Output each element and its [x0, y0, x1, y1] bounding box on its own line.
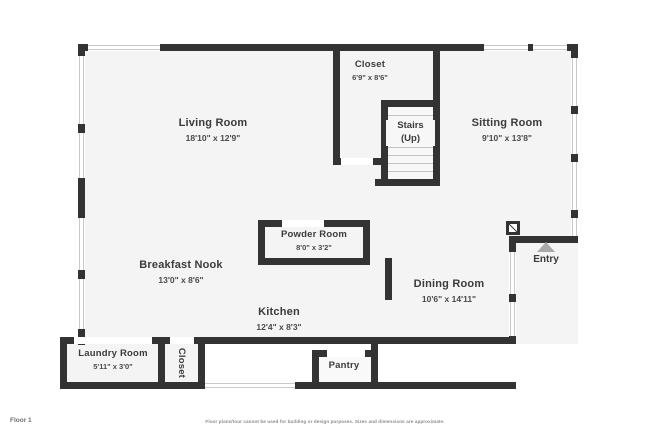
window-top-living	[88, 44, 160, 51]
doorway-pantry	[327, 350, 365, 357]
entry-door-swing	[509, 224, 517, 232]
window-right-dining-b	[509, 302, 516, 336]
exterior-wall-bottom-main	[198, 382, 516, 389]
room-label-kitchen: Kitchen 12'4" x 8'3"	[215, 306, 343, 332]
window-top-sitting-a	[484, 44, 528, 51]
interior-wall-pantry-left	[312, 350, 319, 389]
interior-wall-closet-right	[433, 44, 440, 186]
window-right-sitting-a	[571, 58, 578, 106]
exterior-wall-left	[78, 44, 85, 345]
interior-wall-stairs-bottom	[375, 179, 440, 186]
room-label-closet-upper: Closet 6'9" x 8'6"	[325, 59, 415, 82]
interior-wall-powder-right	[363, 220, 370, 265]
exterior-wall-laundry-bottom	[60, 382, 205, 389]
window-left-nook-a	[78, 218, 85, 270]
window-bottom-kitchen	[205, 382, 295, 389]
laundry-room-dimensions: 5'11" x 3'0"	[93, 361, 133, 371]
window-right-dining-a	[509, 252, 516, 294]
room-label-laundry-room: Laundry Room 5'11" x 3'0"	[68, 348, 158, 371]
dining-room-dimensions: 10'6" x 14'11"	[421, 293, 477, 304]
closet-upper-name: Closet	[354, 59, 386, 70]
pantry-name: Pantry	[328, 360, 360, 371]
room-label-sitting-room: Sitting Room 9'10" x 13'8"	[437, 117, 577, 143]
stair-tread	[388, 115, 433, 116]
exterior-wall-top	[78, 44, 578, 51]
floor-slab-pantry	[319, 357, 371, 382]
doorway-laundry-room	[74, 337, 152, 344]
floor-slab-main	[78, 44, 578, 344]
interior-wall-laundry-right	[158, 337, 165, 389]
entry-marker: Entry	[524, 242, 568, 265]
interior-wall-closet-left	[333, 44, 340, 165]
room-label-breakfast-nook: Breakfast Nook 13'0" x 8'6"	[93, 259, 269, 285]
window-right-sitting-d	[571, 218, 578, 236]
entry-label: Entry	[533, 254, 559, 265]
window-top-sitting-b	[533, 44, 567, 51]
kitchen-dimensions: 12'4" x 8'3"	[256, 321, 302, 332]
powder-room-name: Powder Room	[280, 229, 348, 240]
stairs-direction: (Up)	[401, 132, 420, 144]
laundry-room-name: Laundry Room	[78, 348, 148, 359]
living-room-dimensions: 18'10" x 12'9"	[185, 132, 241, 143]
interior-wall-stairs-left	[381, 100, 388, 186]
up-triangle-marker-icon	[537, 242, 555, 252]
room-label-living-room: Living Room 18'10" x 12'9"	[130, 117, 296, 143]
interior-wall-stairs-top	[381, 100, 440, 107]
exterior-wall-entry-step	[509, 236, 578, 243]
interior-wall-closet-lower-right	[198, 337, 205, 389]
disclaimer-text: Floor plans/tour cannot be used for buil…	[205, 419, 445, 424]
floor-slab-laundry-wing	[60, 340, 205, 385]
breakfast-nook-dimensions: 13'0" x 8'6"	[158, 274, 204, 285]
breakfast-nook-name: Breakfast Nook	[139, 259, 223, 271]
dining-room-name: Dining Room	[413, 278, 485, 290]
window-right-sitting-c	[571, 162, 578, 210]
doorway-closet-upper	[341, 158, 373, 165]
window-right-sitting-b	[571, 114, 578, 154]
closet-lower-name: Closet	[175, 347, 187, 379]
exterior-wall-laundry-left	[60, 337, 67, 389]
closet-upper-dimensions: 6'9" x 8'6"	[352, 72, 388, 82]
stairs-label: Stairs (Up)	[386, 120, 435, 146]
kitchen-name: Kitchen	[258, 306, 300, 318]
entry-door-icon[interactable]	[506, 221, 520, 235]
room-label-pantry: Pantry	[314, 360, 374, 372]
stairs-name: Stairs	[397, 120, 424, 131]
doorway-powder-room	[282, 220, 324, 227]
living-room-name: Living Room	[178, 117, 248, 129]
interior-wall-powder-left	[258, 220, 265, 265]
stair-tread	[388, 147, 433, 148]
stair-tread	[388, 155, 433, 156]
powder-room-dimensions: 8'0" x 3'2"	[296, 242, 332, 252]
interior-wall-pantry-right	[371, 344, 378, 389]
exterior-wall-bottom-right	[205, 337, 516, 344]
interior-wall-powder-bottom	[258, 258, 370, 265]
window-left-nook-b	[78, 279, 85, 329]
floor-label: Floor 1	[10, 417, 32, 424]
doorway-closet-lower	[170, 337, 194, 344]
room-label-dining-room: Dining Room 10'6" x 14'11"	[386, 278, 512, 304]
interior-wall-kitchen-dining	[385, 258, 392, 300]
stair-tread	[388, 163, 433, 164]
room-label-powder-room: Powder Room 8'0" x 3'2"	[258, 229, 370, 252]
window-left-living-b	[78, 133, 85, 178]
stair-tread	[388, 171, 433, 172]
sitting-room-name: Sitting Room	[471, 117, 543, 129]
window-left-living-a	[78, 56, 85, 124]
room-label-closet-lower: Closet	[175, 333, 187, 393]
sitting-room-dimensions: 9'10" x 13'8"	[482, 132, 532, 143]
